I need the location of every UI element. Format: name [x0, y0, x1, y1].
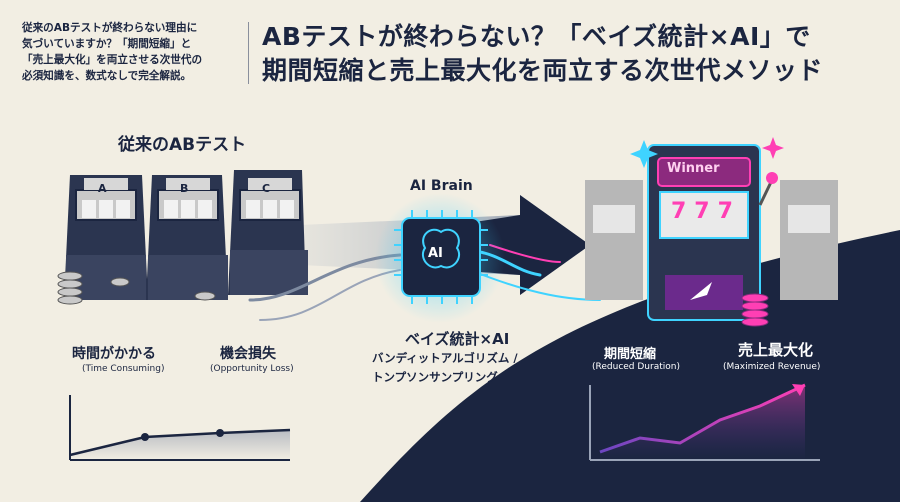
chip-text: AI — [428, 246, 443, 261]
machine-label-b: B — [180, 182, 189, 195]
slot-machine-gray-right — [780, 180, 838, 300]
problem-time-label: 時間がかかる — [72, 346, 156, 362]
intro-line: 従来のABテストが終わらない理由に — [22, 22, 198, 34]
method-sub-1: バンディットアルゴリズム / — [372, 351, 518, 365]
slot-machine-c — [228, 170, 308, 295]
divider — [248, 22, 249, 84]
winner-reels: 777 — [671, 199, 741, 224]
benefit-duration-label: 期間短縮 — [604, 347, 657, 362]
brain-icon — [422, 228, 460, 269]
headline-line-2: 期間短縮と売上最大化を両立する次世代メソッド — [262, 56, 824, 85]
benefit-revenue-sub: (Maximized Revenue) — [723, 362, 821, 372]
benefit-duration-sub: (Reduced Duration) — [592, 362, 680, 372]
headline: ABテストが終わらない？「ベイズ統計×AI」で 期間短縮と売上最大化を両立する次… — [262, 20, 892, 88]
ai-brain-title: AI Brain — [410, 178, 473, 194]
machine-label-c: C — [262, 182, 271, 195]
slot-machine-b — [146, 175, 228, 300]
intro-line: 必須知識を、数式なしで完全解説。 — [22, 70, 192, 82]
benefit-revenue-label: 売上最大化 — [738, 341, 814, 359]
method-title: ベイズ統計×AI — [405, 330, 510, 348]
winner-label: Winner — [667, 161, 720, 176]
time-chart — [69, 395, 291, 461]
machine-label-a: A — [98, 182, 107, 195]
slot-machine-gray-left — [585, 180, 643, 300]
problem-loss-label: 機会損失 — [220, 346, 276, 362]
coin-stack-right — [741, 293, 769, 327]
coin-stack-left — [57, 271, 216, 305]
ai-chip — [375, 193, 505, 323]
traditional-ab-title: 従来のABテスト — [118, 135, 247, 155]
problem-loss-sub: (Opportunity Loss) — [210, 364, 294, 374]
intro-text: 従来のABテストが終わらない理由に 気づいていますか？「期間短縮」と 「売上最大… — [22, 20, 237, 84]
method-sub-2: トンプソンサンプリング — [372, 370, 498, 384]
revenue-chart — [589, 383, 820, 461]
headline-line-1: ABテストが終わらない？「ベイズ統計×AI」で — [262, 22, 811, 51]
winner-slot-machine — [647, 144, 778, 321]
intro-line: 気づいていますか？「期間短縮」と — [22, 38, 192, 50]
intro-line: 「売上最大化」を両立させる次世代の — [22, 54, 203, 66]
sparkles — [630, 137, 784, 168]
problem-time-sub: (Time Consuming) — [82, 364, 165, 374]
